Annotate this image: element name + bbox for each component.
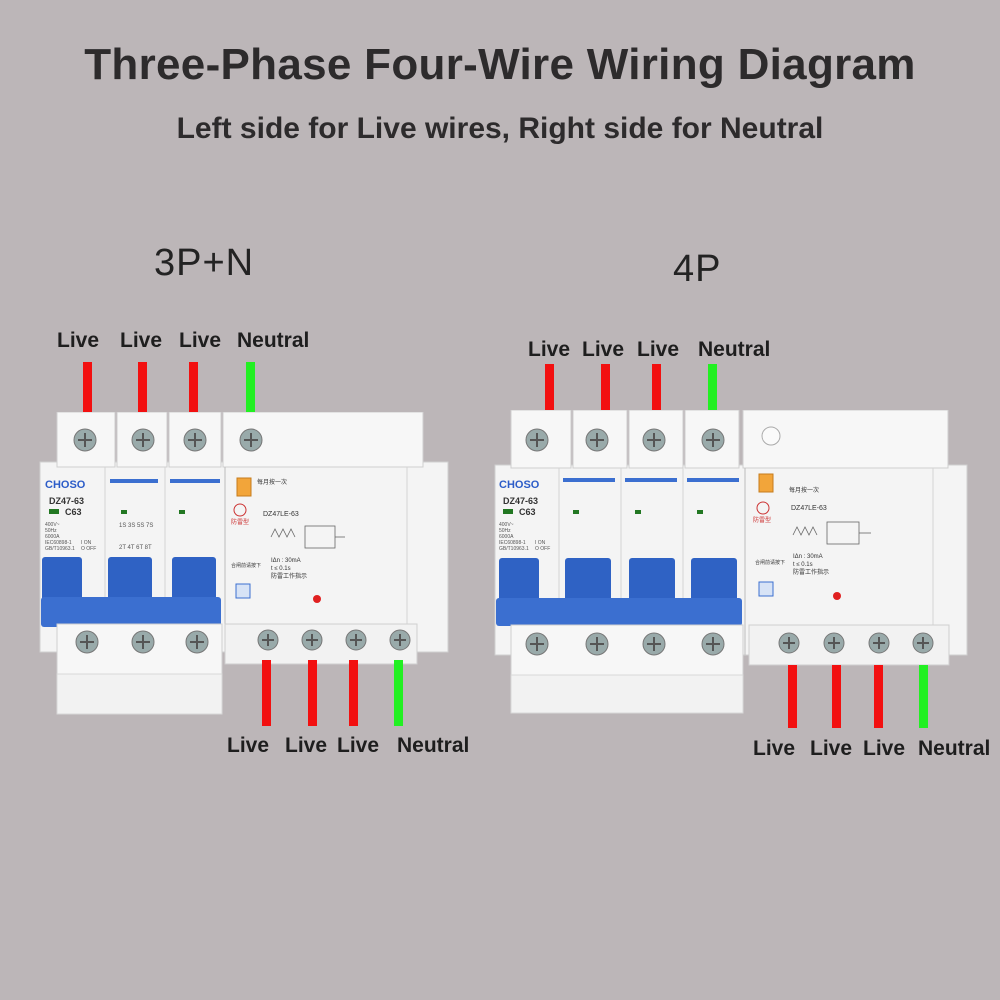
rcd-ian: IΔn : 30mA <box>793 554 823 560</box>
top-label-live-1: Live <box>528 338 571 361</box>
wire-live-top-1 <box>83 362 92 417</box>
section-label-4p: 4P <box>673 248 722 290</box>
rcd-test-note: 合闸前请按下 <box>231 562 261 569</box>
breaker-3p-n: CHOSO DZ47-63 C63 400V~ 50Hz 6000A IEC60… <box>39 412 449 715</box>
off-label: O OFF <box>81 546 96 552</box>
wire-neutral-bottom <box>919 665 928 728</box>
wire-live-top-2 <box>601 364 610 414</box>
bottom-label-live-1: Live <box>753 737 796 760</box>
rcd-indicator-label: 防雷工作指示 <box>793 568 829 576</box>
rcd-note: 每月按一次 <box>789 486 819 494</box>
rating-label: C63 <box>65 507 82 517</box>
on-label: I ON <box>535 540 546 546</box>
page-title: Three-Phase Four-Wire Wiring Diagram <box>84 40 916 89</box>
model-label: DZ47-63 <box>49 496 84 506</box>
terminal-marks-bottom: 2T 4T 6T 8T <box>119 545 152 551</box>
on-label: I ON <box>81 540 92 546</box>
top-label-neutral: Neutral <box>237 329 310 352</box>
rcd-test-note: 合闸前请按下 <box>755 559 785 566</box>
wire-live-bottom-1 <box>788 665 797 728</box>
rcd-ian: IΔn : 30mA <box>271 558 301 564</box>
rcd-time: t ≤ 0.1s <box>793 562 813 568</box>
reset-button[interactable] <box>235 583 251 599</box>
bottom-label-live-3: Live <box>337 734 380 757</box>
brand-label: CHOSO <box>499 479 540 491</box>
bottom-label-live-1: Live <box>227 734 270 757</box>
bottom-label-neutral: Neutral <box>397 734 470 757</box>
screw-icon <box>73 428 263 452</box>
test-button[interactable] <box>758 473 774 493</box>
indicator-led <box>833 592 841 600</box>
top-label-live-2: Live <box>582 338 625 361</box>
lightning-icon <box>756 501 770 515</box>
model-label: DZ47-63 <box>503 496 538 506</box>
wire-live-bottom-2 <box>308 660 317 726</box>
spec-breaking: 6000A <box>499 534 514 540</box>
rcd-model: DZ47LE-63 <box>263 511 299 518</box>
spec-frequency: 50Hz <box>499 528 511 534</box>
rcd-model: DZ47LE-63 <box>791 505 827 512</box>
wire-live-top-1 <box>545 364 554 414</box>
page-subtitle: Left side for Live wires, Right side for… <box>176 112 824 145</box>
spec-voltage: 400V~ <box>499 522 514 528</box>
breaker-4p: CHOSO DZ47-63 C63 400V~ 50Hz 6000A IEC60… <box>494 410 968 714</box>
wire-live-top-3 <box>652 364 661 414</box>
spec-voltage: 400V~ <box>45 522 60 528</box>
rating-label: C63 <box>519 507 536 517</box>
brand-label: CHOSO <box>45 479 86 491</box>
section-label-3p-n: 3P+N <box>154 242 255 284</box>
wire-live-bottom-3 <box>874 665 883 728</box>
spec-frequency: 50Hz <box>45 528 57 534</box>
top-label-neutral: Neutral <box>698 338 771 361</box>
bottom-label-live-2: Live <box>285 734 328 757</box>
spec-standard-2: GB/T10963.1 <box>45 546 75 552</box>
toggle-handle[interactable] <box>496 558 742 626</box>
wire-neutral-bottom <box>394 660 403 726</box>
reset-button[interactable] <box>758 581 774 597</box>
rcd-note: 每月按一次 <box>257 478 287 486</box>
screw-icon <box>525 426 781 452</box>
top-label-live-2: Live <box>120 329 163 352</box>
rcd-time: t ≤ 0.1s <box>271 566 291 572</box>
spec-standard-2: GB/T10963.1 <box>499 546 529 552</box>
screw-icon <box>75 629 411 654</box>
wire-live-top-3 <box>189 362 198 417</box>
top-label-live-3: Live <box>179 329 222 352</box>
rcd-type: 防雷型 <box>753 516 771 524</box>
lightning-icon <box>233 503 247 517</box>
rcd-indicator-label: 防雷工作指示 <box>271 572 307 580</box>
bottom-label-live-3: Live <box>863 737 906 760</box>
wire-neutral-top <box>708 364 717 414</box>
spec-standard-1: IEC60898-1 <box>45 540 72 546</box>
top-label-live-1: Live <box>57 329 100 352</box>
off-label: O OFF <box>535 546 550 552</box>
spec-breaking: 6000A <box>45 534 60 540</box>
wire-live-bottom-3 <box>349 660 358 726</box>
bottom-label-live-2: Live <box>810 737 853 760</box>
top-label-live-3: Live <box>637 338 680 361</box>
wire-live-bottom-1 <box>262 660 271 726</box>
screw-icon <box>525 632 934 656</box>
wire-live-top-2 <box>138 362 147 417</box>
wire-neutral-top <box>246 362 255 417</box>
wire-live-bottom-2 <box>832 665 841 728</box>
toggle-handle[interactable] <box>41 557 221 627</box>
bottom-label-neutral: Neutral <box>918 737 991 760</box>
test-button[interactable] <box>236 477 252 497</box>
rcd-type: 防雷型 <box>231 518 249 526</box>
spec-standard-1: IEC60898-1 <box>499 540 526 546</box>
terminal-marks-top: 1S 3S 5S 7S <box>119 523 153 529</box>
indicator-led <box>313 595 321 603</box>
